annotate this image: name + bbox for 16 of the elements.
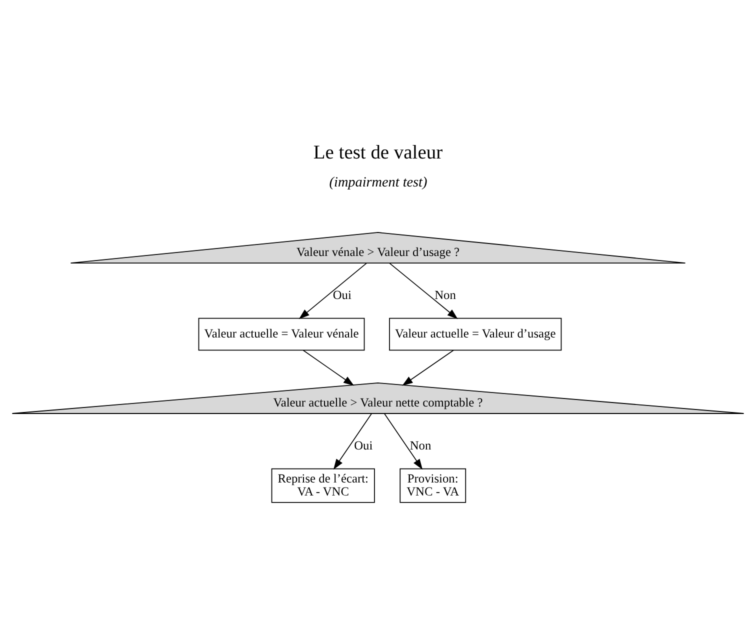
edge-label: Non [434,288,456,302]
arrow [302,349,354,386]
edge-label: Oui [332,288,352,302]
node-box: Valeur actuelle = Valeur d’usage [389,317,562,350]
arrow [333,412,372,470]
diagram-title: Le test de valeur [313,142,443,164]
node-box: Valeur actuelle = Valeur vénale [198,317,365,350]
edge-label: Oui [354,438,373,452]
edge-label: Non [410,438,432,452]
label: (impairment test) [329,174,428,190]
arrow [384,412,423,470]
arrow [402,349,454,386]
node-box: Reprise de l’écart: VA - VNC [271,468,375,502]
arrow [389,262,458,319]
node-box: Provision: VNC - VA [400,468,466,502]
arrow [298,262,367,319]
